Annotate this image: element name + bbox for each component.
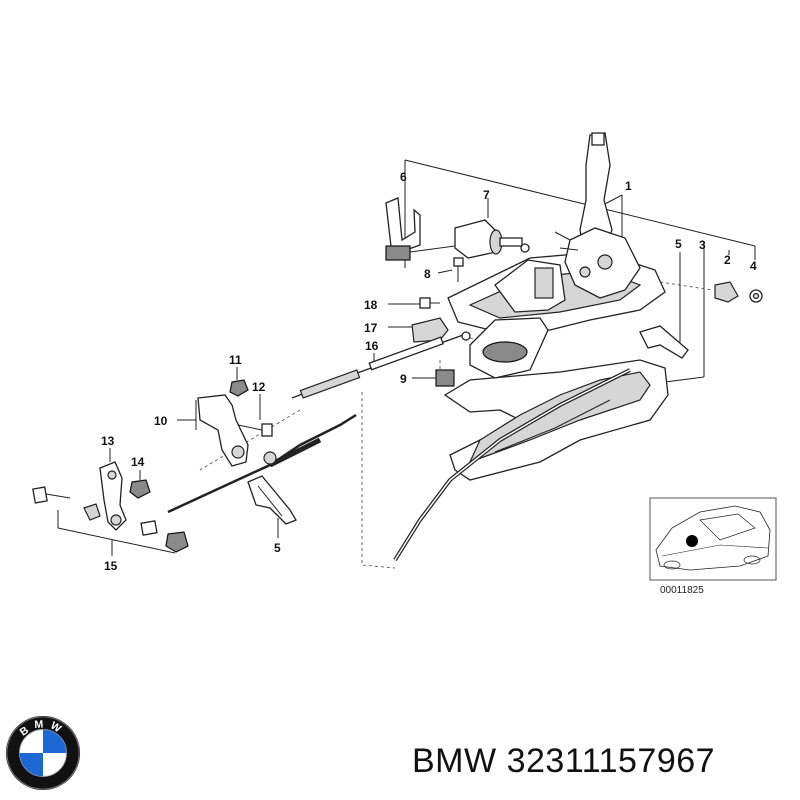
bmw-logo: BMW <box>5 715 81 791</box>
callout-1: 1 <box>625 179 632 193</box>
thumbnail-code: 00011825 <box>660 585 704 596</box>
callout-7: 7 <box>483 188 490 202</box>
gear-shift-housing <box>385 132 763 481</box>
callout-8: 8 <box>424 267 431 281</box>
callout-14: 14 <box>131 455 145 469</box>
caption-part-number: 32311157967 <box>506 742 716 780</box>
callout-13: 13 <box>101 434 115 448</box>
callout-17: 17 <box>364 321 378 335</box>
callout-10: 10 <box>154 414 168 428</box>
callout-5-upper: 5 <box>675 237 682 251</box>
caption-brand: BMW <box>412 742 497 780</box>
callout-4: 4 <box>750 259 757 273</box>
callout-11: 11 <box>229 353 242 367</box>
vehicle-locator-thumbnail: 00011825 <box>649 497 777 596</box>
callout-2: 2 <box>724 253 731 267</box>
callout-9: 9 <box>400 372 407 386</box>
callout-15: 15 <box>104 559 118 573</box>
linkage-parts <box>32 379 297 553</box>
callout-18: 18 <box>364 298 378 312</box>
callout-5-lower: 5 <box>274 541 281 555</box>
callout-6: 6 <box>400 170 407 184</box>
cables <box>167 331 631 562</box>
callout-3: 3 <box>699 238 706 252</box>
callout-12: 12 <box>252 380 266 394</box>
callout-16: 16 <box>365 339 379 353</box>
locator-dot <box>686 535 698 547</box>
callout-labels: 1 2 3 4 5 5 6 7 8 9 10 11 12 13 14 15 16… <box>101 170 757 573</box>
